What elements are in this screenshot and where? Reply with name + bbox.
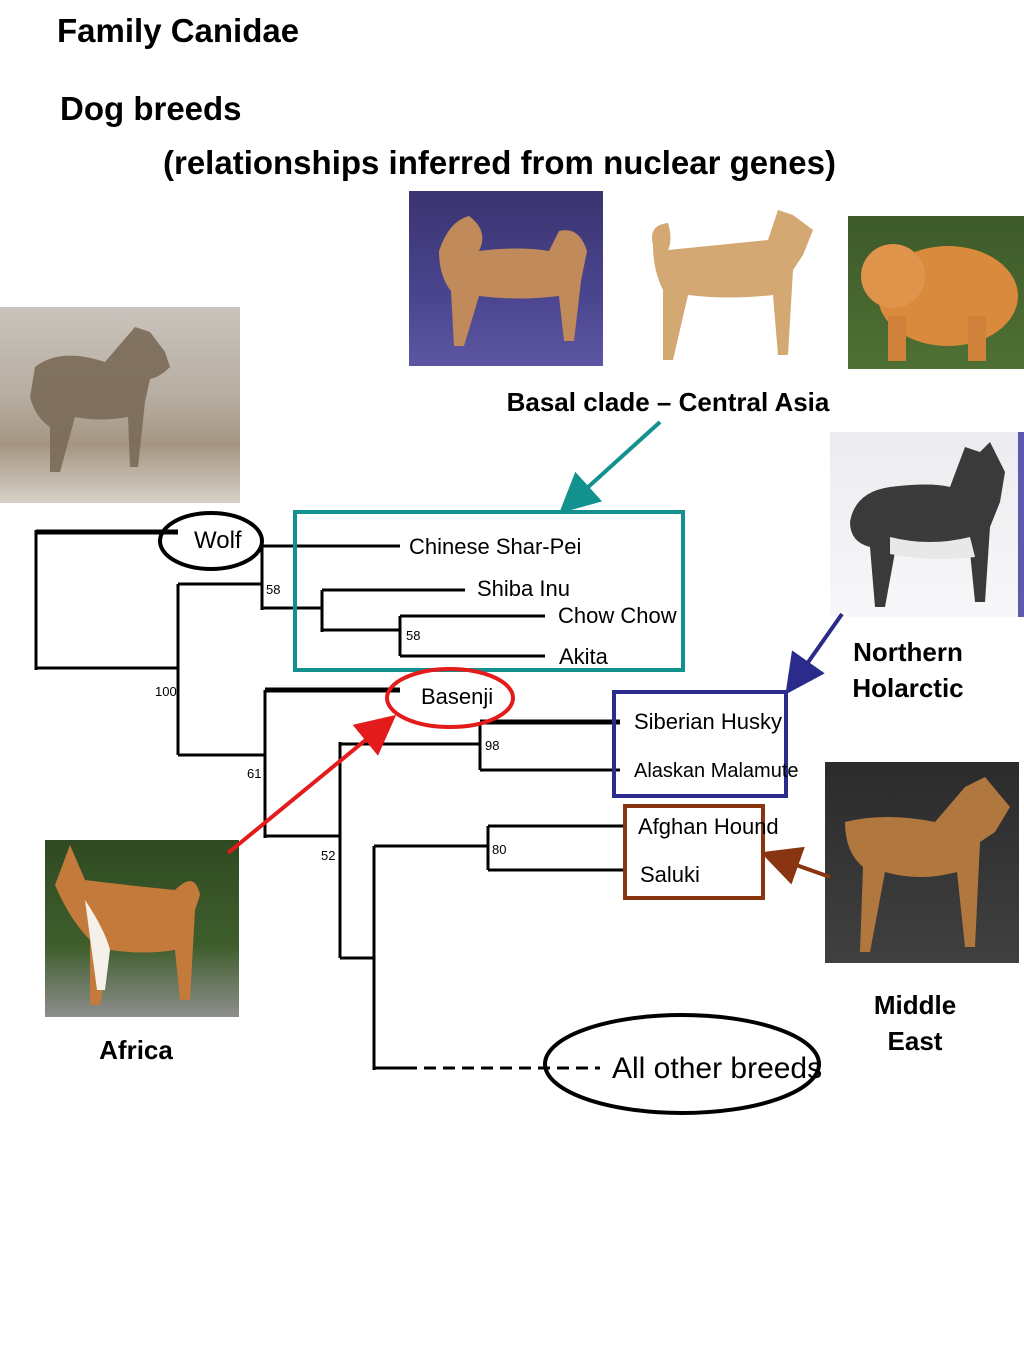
leaf-basenji: Basenji — [421, 684, 493, 709]
support-basenji-node: 61 — [247, 766, 261, 781]
africa-arrow — [226, 714, 397, 855]
saluki-photo — [825, 762, 1019, 963]
wolf-photo — [0, 307, 240, 503]
support-basal-clade: 58 — [266, 582, 280, 597]
leaf-siberian-husky: Siberian Husky — [634, 709, 782, 734]
northern-holarctic-box — [612, 690, 788, 798]
support-middle-east: 80 — [492, 842, 506, 857]
middle-line-2: East — [887, 1026, 943, 1056]
middle-east-caption: Middle East — [855, 987, 975, 1059]
basenji-photo — [45, 840, 239, 1017]
breeds-title: Dog breeds — [60, 90, 242, 127]
northern-arrow — [785, 612, 844, 695]
northern-line-2: Holarctic — [852, 673, 964, 703]
others-oval — [543, 1013, 821, 1115]
leaf-shiba-inu: Shiba Inu — [477, 576, 570, 601]
leaf-akita: Akita — [559, 644, 609, 669]
support-chow-akita: 58 — [406, 628, 420, 643]
leaf-chow-chow: Chow Chow — [558, 603, 677, 628]
shar-pei-photo — [409, 191, 603, 366]
subtitle: (relationships inferred from nuclear gen… — [163, 144, 836, 181]
leaf-shar-pei: Chinese Shar-Pei — [409, 534, 581, 559]
middle-line-1: Middle — [873, 990, 957, 1020]
leaf-alaskan-malamute: Alaskan Malamute — [634, 760, 799, 782]
middle-east-arrow — [760, 846, 831, 885]
family-title: Family Canidae — [57, 12, 300, 49]
basal-clade-box — [293, 510, 685, 672]
akita-photo — [628, 195, 830, 367]
leaf-all-other-breeds: All other breeds — [612, 1052, 822, 1085]
basenji-oval — [385, 667, 515, 729]
northern-holarctic-caption: Northern Holarctic — [838, 634, 978, 706]
wolf-oval — [158, 511, 264, 571]
leaf-saluki: Saluki — [640, 862, 700, 887]
support-arctic: 98 — [485, 738, 499, 753]
chow-photo — [848, 216, 1024, 369]
africa-caption: Africa — [99, 1035, 173, 1065]
leaf-afghan-hound: Afghan Hound — [638, 814, 779, 839]
basal-clade-caption: Basal clade – Central Asia — [506, 387, 830, 417]
support-rest-node: 52 — [321, 848, 335, 863]
leaf-wolf: Wolf — [194, 527, 242, 554]
support-root: 100 — [155, 684, 177, 699]
husky-photo — [830, 432, 1024, 617]
northern-line-1: Northern — [853, 637, 963, 667]
basal-arrow — [559, 420, 662, 514]
